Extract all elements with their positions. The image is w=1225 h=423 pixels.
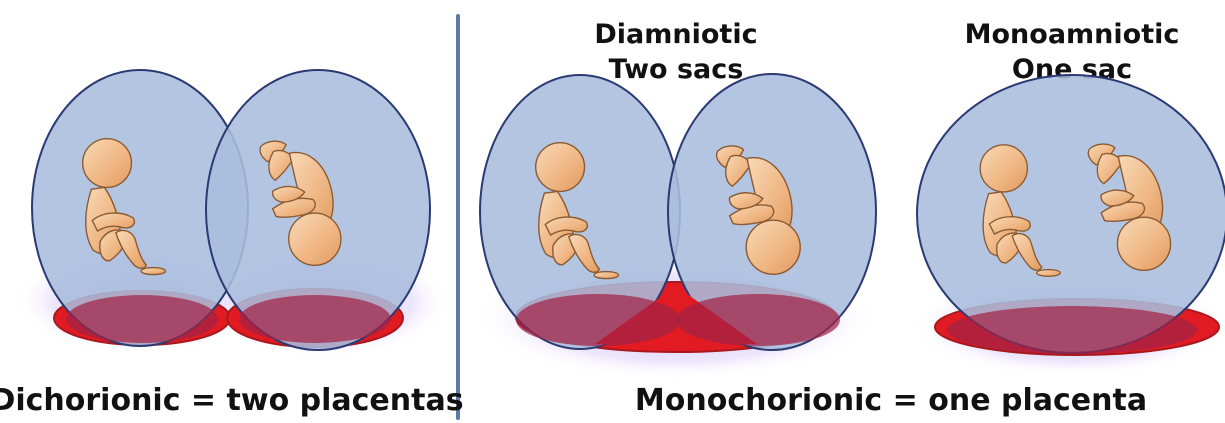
placenta-overlap-middle-left: [516, 294, 680, 346]
placenta-overlap-monoamniotic: [947, 306, 1197, 354]
placenta-overlap-left: [66, 295, 218, 343]
dichorionic-caption: Dichorionic = two placentas: [0, 383, 464, 418]
dichorionic-panel: Dichorionic = two placentas: [0, 70, 464, 418]
placenta-overlap-right: [239, 295, 391, 343]
monochorionic-diamniotic-panel: Diamniotic Two sacs: [480, 19, 876, 352]
monochorionic-caption: Monochorionic = one placenta: [635, 383, 1147, 418]
monochorionic-monoamniotic-panel: Monoamniotic One sac: [917, 19, 1225, 355]
diamniotic-title-line1: Diamniotic: [594, 19, 757, 50]
monoamniotic-title-line1: Monoamniotic: [965, 19, 1180, 50]
placenta-overlap-middle-right: [676, 294, 840, 346]
diamniotic-title-line2: Two sacs: [609, 54, 744, 85]
